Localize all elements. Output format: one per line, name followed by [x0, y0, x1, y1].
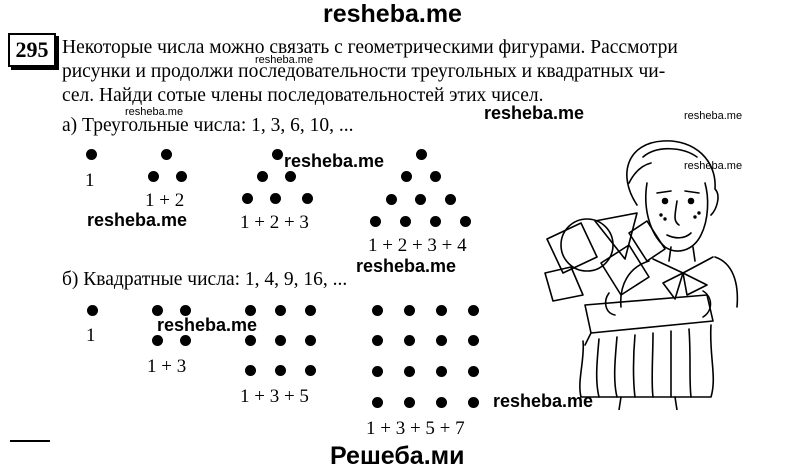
dot [445, 194, 456, 205]
watermark: resheba.me [484, 103, 585, 123]
dot [176, 171, 187, 182]
dot [400, 216, 411, 227]
dot [404, 335, 415, 346]
watermark: resheba.me [157, 315, 258, 335]
triangular-label: 1 [85, 170, 95, 191]
dot [180, 335, 191, 346]
dot [305, 305, 316, 316]
dot [468, 305, 479, 316]
watermark: resheba.me [284, 151, 385, 171]
dot [372, 397, 383, 408]
dot [242, 193, 253, 204]
square-label: 1 + 3 + 5 + 7 [366, 418, 465, 439]
square-heading: б) Квадратные числа: 1, 4, 9, 16, ... [62, 269, 348, 290]
footer-rule [10, 440, 50, 442]
dot [430, 171, 441, 182]
site-header: resheba.me [323, 0, 462, 28]
dot [436, 305, 447, 316]
dot [404, 366, 415, 377]
square-label: 1 [86, 325, 96, 346]
watermark-small: resheba.me [125, 106, 184, 118]
dot [468, 397, 479, 408]
dot [161, 149, 172, 160]
dot [87, 305, 98, 316]
watermark-small: resheba.me [684, 160, 743, 172]
square-label: 1 + 3 [147, 356, 187, 377]
dot [460, 216, 471, 227]
dot [275, 305, 286, 316]
dot [416, 149, 427, 160]
watermark-small: resheba.me [255, 54, 314, 66]
dot [152, 335, 163, 346]
dot [404, 397, 415, 408]
dot [245, 305, 256, 316]
dot [404, 305, 415, 316]
task-line-1: Некоторые числа можно связать с геометри… [62, 37, 678, 58]
dot [370, 216, 381, 227]
dot [372, 335, 383, 346]
watermark-small: resheba.me [684, 110, 743, 122]
dot [305, 335, 316, 346]
task-line-2: рисунки и продолжи последовательности тр… [62, 61, 666, 82]
watermark: resheba.me [493, 391, 594, 411]
triangular-label: 1 + 2 + 3 [240, 212, 309, 233]
dot [302, 193, 313, 204]
dot [270, 193, 281, 204]
dot [257, 171, 268, 182]
girl-illustration [544, 140, 739, 410]
dot [386, 194, 397, 205]
dot [245, 335, 256, 346]
dot [468, 366, 479, 377]
dot [401, 171, 412, 182]
triangular-label: 1 + 2 [145, 190, 185, 211]
dot [468, 335, 479, 346]
watermark: resheba.me [356, 256, 457, 276]
triangular-label: 1 + 2 + 3 + 4 [368, 235, 467, 256]
dot [275, 335, 286, 346]
dot [436, 397, 447, 408]
dot [372, 305, 383, 316]
dot [148, 171, 159, 182]
task-line-3: сел. Найди сотые члены последовательност… [62, 85, 544, 106]
dot [430, 216, 441, 227]
dot [180, 305, 191, 316]
dot [436, 366, 447, 377]
dot [275, 365, 286, 376]
dot [305, 365, 316, 376]
dot [152, 305, 163, 316]
dot [86, 149, 97, 160]
triangular-heading: а) Треугольные числа: 1, 3, 6, 10, ... [62, 115, 354, 136]
dot [272, 149, 283, 160]
site-footer: Решеба.ми [330, 442, 465, 470]
square-label: 1 + 3 + 5 [240, 386, 309, 407]
watermark: resheba.me [87, 210, 188, 230]
problem-number: 295 [8, 33, 56, 67]
dot [436, 335, 447, 346]
dot [245, 365, 256, 376]
dot [415, 194, 426, 205]
dot [285, 171, 296, 182]
dot [372, 366, 383, 377]
